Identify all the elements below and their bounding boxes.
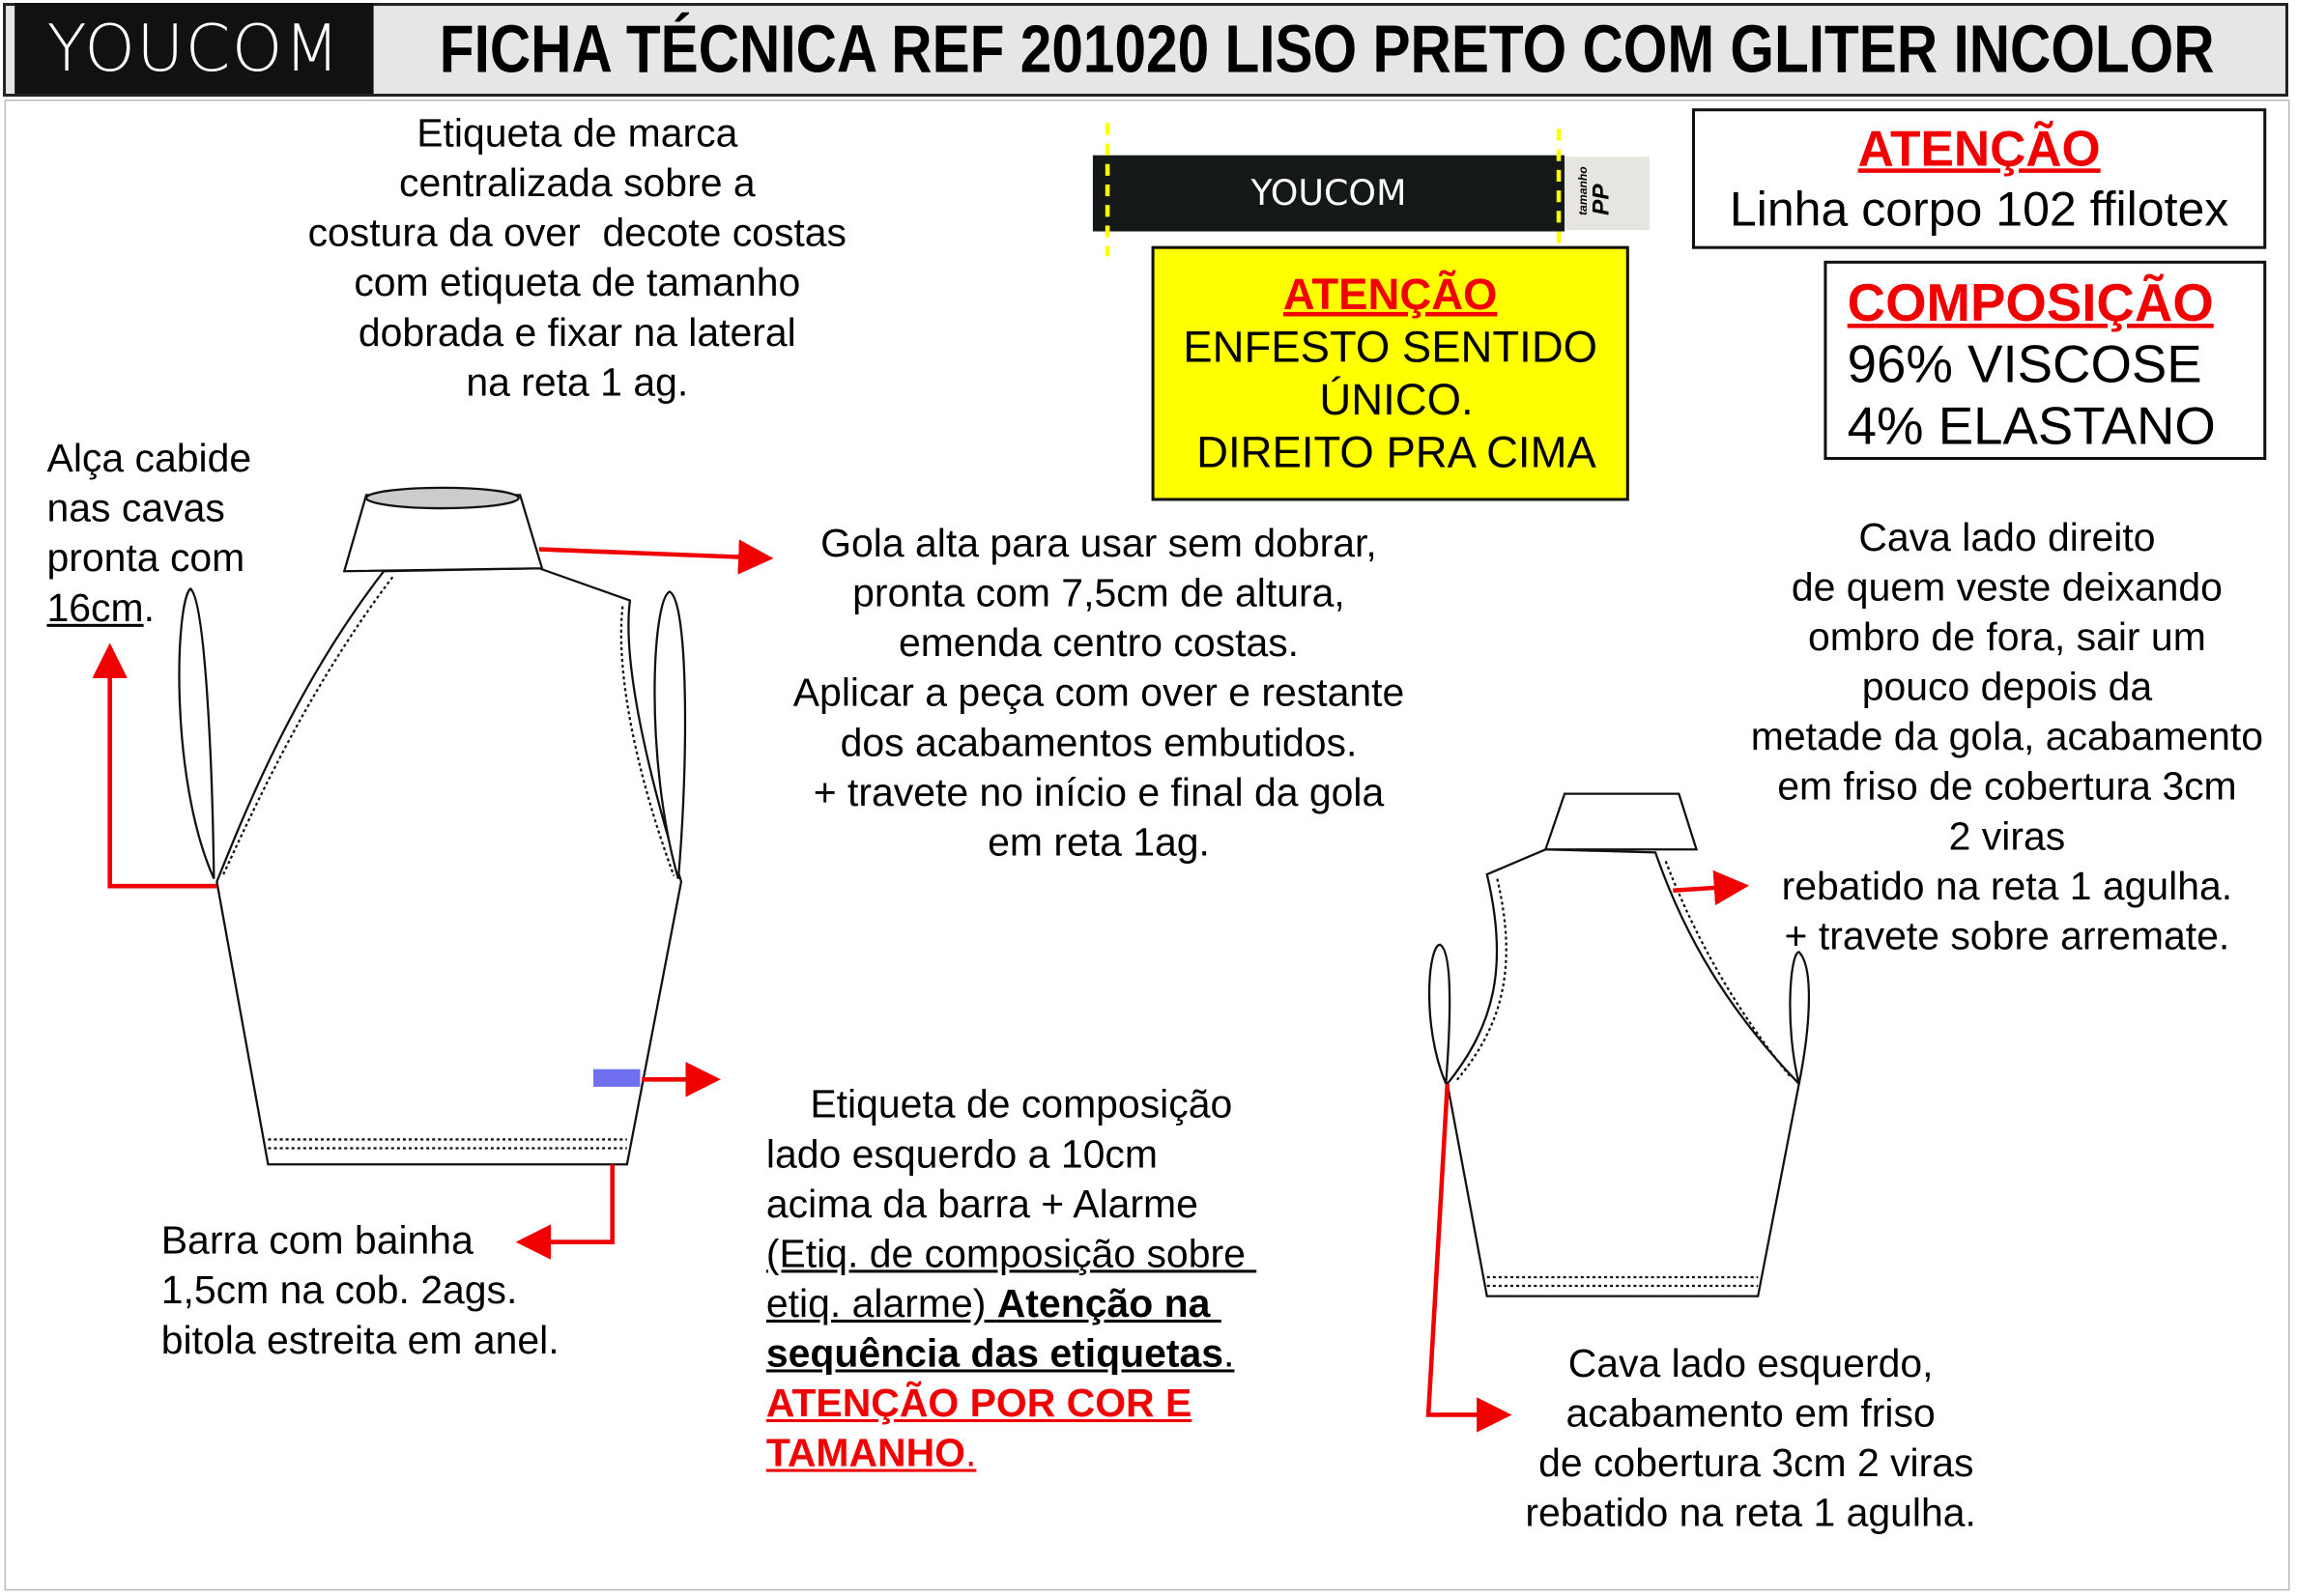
brand-logo: YOUCOM xyxy=(14,3,374,95)
comp-red: ATENÇÃO POR COR E xyxy=(765,1381,1192,1426)
back-garment xyxy=(1427,792,1811,1297)
hem-note: Barra com bainha 1,5cm na cob. 2ags. bit… xyxy=(160,1218,560,1362)
right-armhole-note: Cava lado direito de quem veste deixando… xyxy=(1750,515,2264,958)
left-armhole-note: Cava lado esquerdo, acabamento em friso … xyxy=(1525,1341,1976,1535)
attention-spread-box: ATENÇÃO ENFESTO SENTIDO ÚNICO. DIREITO P… xyxy=(1151,245,1629,501)
composition-line: 4% ELASTANO xyxy=(1847,395,2216,456)
attention-thread-box: ATENÇÃO Linha corpo 102 ffilotex xyxy=(1691,108,2267,249)
attention-heading: ATENÇÃO xyxy=(1857,121,2101,178)
arrow-hanger-loop xyxy=(92,642,217,889)
comp-red: TAMANHO xyxy=(765,1431,966,1475)
composition-line: 96% VISCOSE xyxy=(1847,333,2202,394)
page-frame xyxy=(4,100,2290,1591)
comp-text: etiq. alarme) xyxy=(765,1281,997,1325)
comp-red-dot: . xyxy=(965,1431,977,1475)
size-label-mock: tamanho PP xyxy=(1565,157,1651,231)
brand-label-mock: YOUCOM xyxy=(1092,155,1565,232)
collar-note: Gola alta para usar sem dobrar, pronta c… xyxy=(792,521,1405,865)
brand-label-note: Etiqueta de marca centralizada sobre a c… xyxy=(307,111,847,405)
comp-text: Etiqueta de composição lado esquerdo a 1… xyxy=(765,1082,1233,1226)
comp-bold: Atenção na xyxy=(996,1281,1221,1325)
front-garment xyxy=(178,486,687,1166)
thread-text: Linha corpo 102 ffilotex xyxy=(1729,181,2229,237)
comp-bold: sequência das etiquetas xyxy=(765,1331,1224,1376)
composition-heading: COMPOSIÇÃO xyxy=(1847,271,2214,333)
comp-dot: . xyxy=(1223,1331,1235,1376)
hanger-loop-end: . xyxy=(143,585,156,630)
composition-label-note: Etiqueta de composição lado esquerdo a 1… xyxy=(766,1030,1256,1527)
header xyxy=(3,3,2288,98)
hanger-loop-size: 16cm xyxy=(46,585,144,630)
arrow-collar xyxy=(538,539,774,575)
arrow-right-armhole xyxy=(1673,869,1750,906)
page-title: FICHA TÉCNICA REF 201020 LISO PRETO COM … xyxy=(439,10,2215,87)
hanger-loop-text: Alça cabide nas cavas pronta com xyxy=(46,436,252,581)
label-guides xyxy=(1105,123,1562,257)
comp-text: (Etiq. de composição sobre xyxy=(765,1231,1257,1276)
callout-arrows xyxy=(92,539,1750,1433)
attention-spread-text: ENFESTO SENTIDO ÚNICO. DIREITO PRA CIMA xyxy=(1183,324,1598,478)
attention-heading: ATENÇÃO xyxy=(1282,271,1498,320)
arrow-left-armhole xyxy=(1425,1083,1512,1433)
arrow-hem xyxy=(515,1164,615,1260)
composition-label-marker xyxy=(592,1069,641,1087)
label-brand: YOUCOM xyxy=(1250,172,1407,214)
composition-box: COMPOSIÇÃO 96% VISCOSE 4% ELASTANO xyxy=(1823,260,2267,461)
